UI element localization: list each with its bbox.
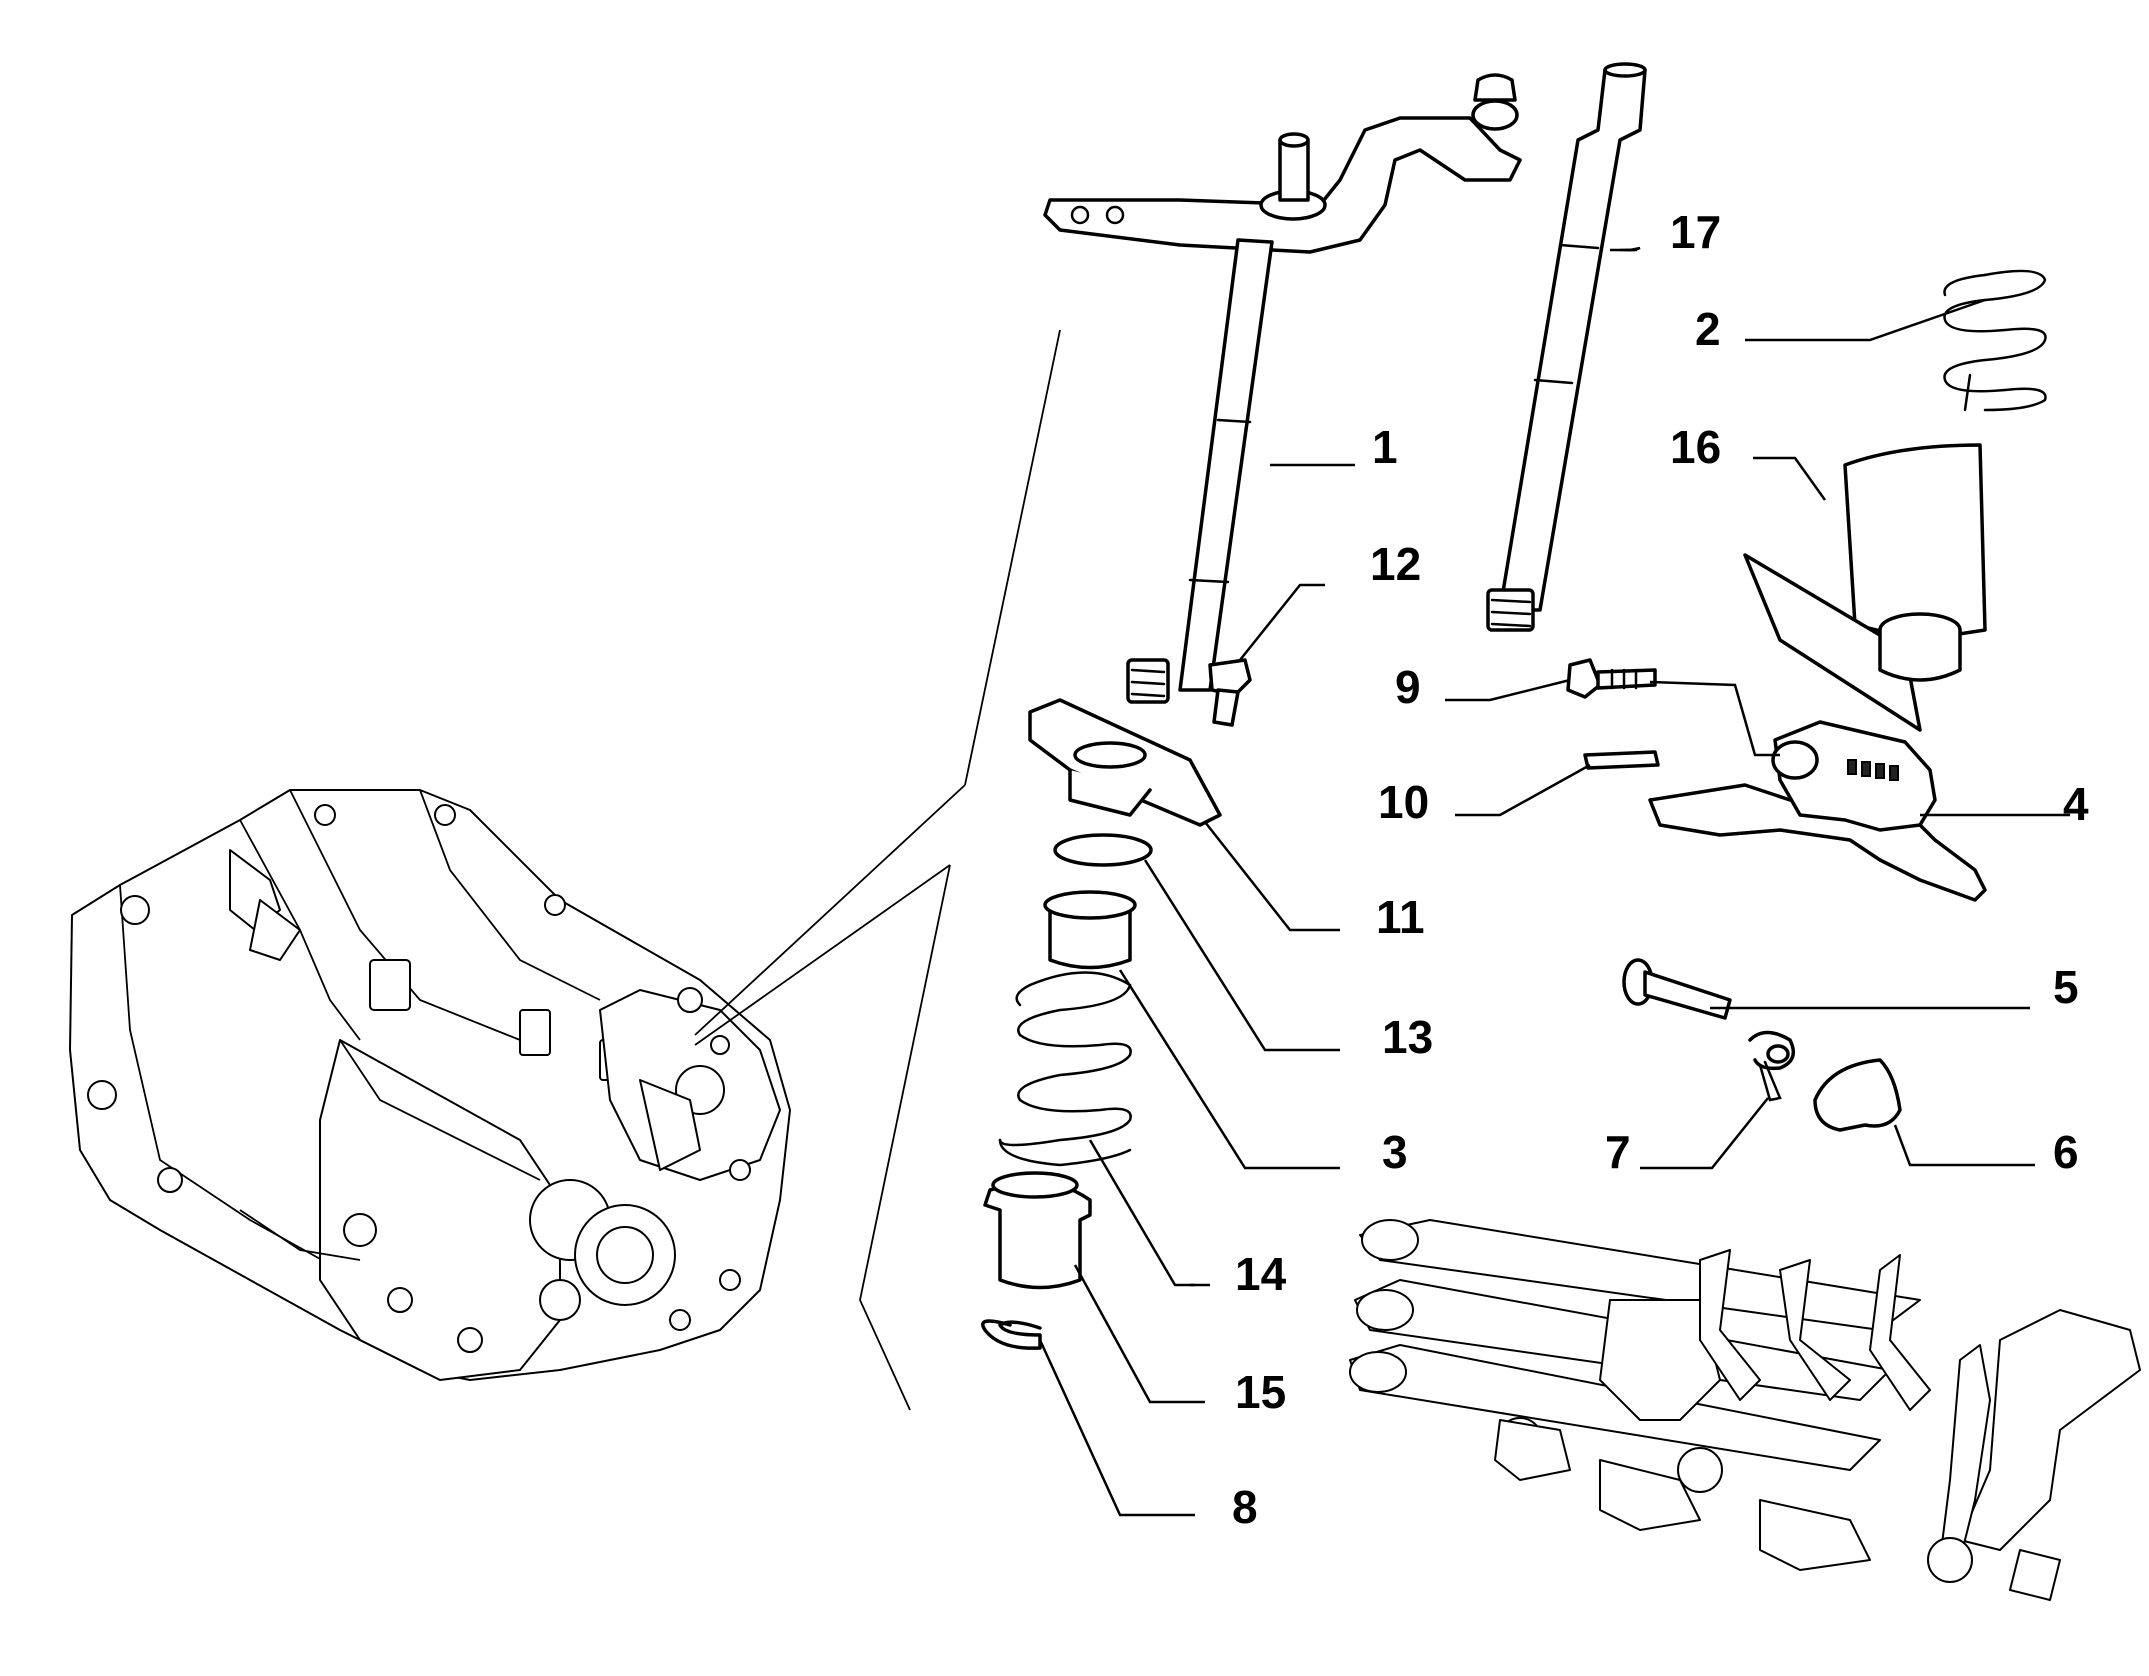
detent-block (1813, 1058, 1902, 1132)
guide-plate-with-sleeve (1743, 443, 1987, 732)
leader-lines (1038, 246, 2070, 1517)
pin (1583, 750, 1660, 770)
clip (1748, 1030, 1796, 1102)
callout-9: 9 (1395, 661, 1421, 713)
callout-labels: 1 2 3 4 5 6 7 8 9 10 11 12 13 14 15 16 1… (1232, 206, 2089, 1533)
callout-7: 7 (1605, 1126, 1631, 1178)
selector-shaft-with-lever (1043, 73, 1522, 704)
callout-1: 1 (1372, 421, 1398, 473)
callout-15: 15 (1235, 1366, 1286, 1418)
callout-5: 5 (2053, 961, 2079, 1013)
detent-pin (1622, 958, 1732, 1020)
shift-rail-shaft (1486, 62, 1647, 632)
callout-12: 12 (1370, 538, 1421, 590)
callout-8: 8 (1232, 1481, 1258, 1533)
callout-11: 11 (1376, 891, 1425, 943)
callout-13: 13 (1382, 1011, 1433, 1063)
callout-3: 3 (1382, 1126, 1408, 1178)
callout-16: 16 (1670, 421, 1721, 473)
spring-small (1943, 269, 2047, 412)
bolt-12 (1208, 658, 1252, 727)
callout-17: 17 (1670, 206, 1721, 258)
bushing-upper (1043, 890, 1137, 970)
gearbox-housing-illustration (69, 789, 791, 1381)
bushing-lower (983, 1171, 1092, 1290)
perspective-guide-lines (694, 329, 1061, 1411)
spring-large (998, 971, 1132, 1167)
callout-10: 10 (1378, 776, 1429, 828)
callout-6: 6 (2053, 1126, 2079, 1178)
bolt-9 (1566, 658, 1657, 699)
callout-14: 14 (1235, 1248, 1287, 1300)
callout-4: 4 (2063, 778, 2089, 830)
flange-plate (1028, 698, 1222, 827)
washer (1053, 833, 1153, 867)
shift-forks-assembly (1349, 1219, 2141, 1601)
circlip (981, 1319, 1042, 1350)
callout-2: 2 (1695, 303, 1721, 355)
selector-lever (1648, 720, 1987, 902)
